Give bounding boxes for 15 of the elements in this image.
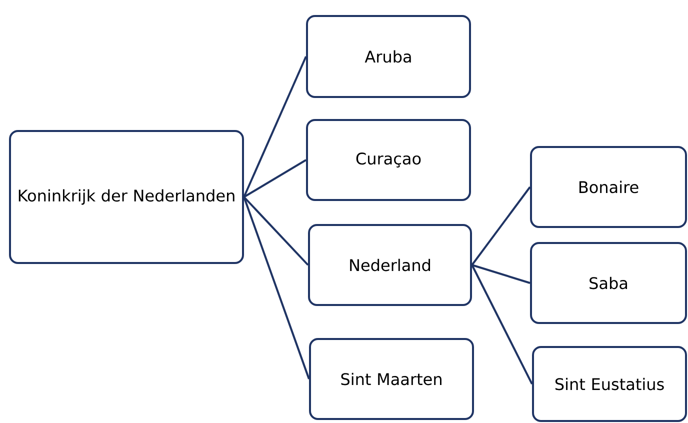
- connector-line: [243, 196, 310, 380]
- box: Koninkrijk der Nederlanden: [9, 130, 244, 264]
- box: Sint Maarten: [309, 338, 474, 420]
- connector-line: [243, 159, 307, 198]
- box: Saba: [530, 242, 687, 324]
- box: Sint Eustatius: [532, 346, 687, 422]
- connector-line: [471, 264, 533, 384]
- connector-line: [243, 56, 307, 198]
- box: Bonaire: [530, 146, 687, 228]
- box: Curaçao: [306, 119, 471, 201]
- box: Nederland: [308, 224, 472, 306]
- connector-line: [472, 264, 530, 284]
- connector-line: [243, 196, 309, 266]
- box: Aruba: [306, 15, 471, 98]
- connector-line: [471, 186, 531, 266]
